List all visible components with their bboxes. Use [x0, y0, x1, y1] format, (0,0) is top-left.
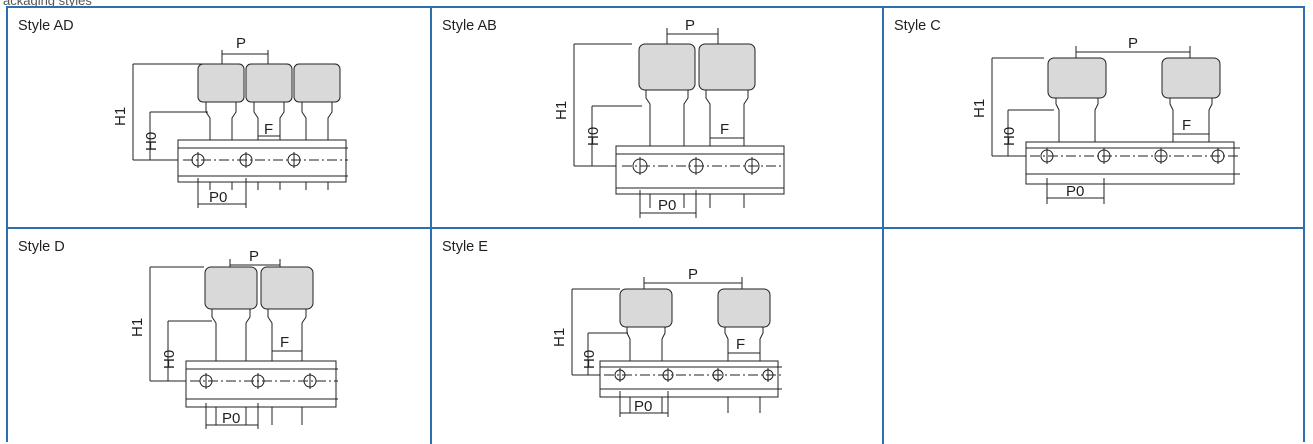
- style-ad-p0: P0: [209, 189, 227, 206]
- style-c-label: Style C: [894, 18, 941, 34]
- style-ab-drawing: H1 H0 P F P0: [553, 17, 785, 218]
- style-ab-pitch: P: [685, 17, 695, 34]
- style-ab-h0: H0: [585, 127, 602, 146]
- style-ab-f: F: [720, 121, 729, 138]
- style-c-pitch: P: [1128, 35, 1138, 52]
- style-e-pitch: P: [688, 266, 698, 283]
- row-divider: [8, 227, 1305, 229]
- style-ad-h1: H1: [112, 107, 129, 126]
- style-c-h1: H1: [971, 99, 988, 118]
- style-e-h0: H0: [581, 350, 598, 369]
- style-d-cell: Style D H1 H0 P F P0: [8, 229, 430, 444]
- style-d-pitch: P: [249, 248, 259, 265]
- style-c-cell: Style C H1 H0 P F P0: [884, 8, 1305, 227]
- style-c-drawing: H1 H0 P F P0: [971, 35, 1240, 204]
- style-e-f: F: [736, 336, 745, 353]
- style-d-label: Style D: [18, 239, 65, 255]
- style-e-label: Style E: [442, 239, 488, 255]
- style-ab-h1: H1: [553, 101, 570, 120]
- style-ad-h0: H0: [143, 132, 160, 151]
- style-ad-f: F: [264, 121, 273, 138]
- style-e-cell: Style E H1 H0 P F P0: [432, 229, 882, 444]
- column-divider-2: [882, 8, 884, 444]
- style-ad-label: Style AD: [18, 18, 74, 34]
- style-e-p0: P0: [634, 398, 652, 415]
- style-ad-cell: Style AD H1 H0 P: [8, 8, 430, 227]
- style-ad-pitch: P: [236, 35, 246, 52]
- style-e-drawing: H1 H0 P F P0: [551, 266, 782, 417]
- style-c-f: F: [1182, 117, 1191, 134]
- style-d-f: F: [280, 334, 289, 351]
- column-divider-1: [430, 8, 432, 444]
- style-e-h1: H1: [551, 328, 568, 347]
- packaging-styles-table: Style AD H1 H0 P: [6, 6, 1305, 444]
- style-c-h0: H0: [1001, 127, 1018, 146]
- style-ab-label: Style AB: [442, 18, 497, 34]
- style-d-p0: P0: [222, 410, 240, 427]
- style-ab-cell: Style AB H1 H0 P F P0: [432, 8, 882, 227]
- style-ad-drawing: H1 H0 P F: [112, 35, 348, 208]
- style-c-p0: P0: [1066, 183, 1084, 200]
- empty-cell: [884, 229, 1305, 444]
- style-d-h1: H1: [129, 318, 146, 337]
- style-d-h0: H0: [161, 350, 178, 369]
- style-ab-p0: P0: [658, 197, 676, 214]
- header-fragment: ackaging styles: [3, 0, 92, 8]
- style-d-drawing: H1 H0 P F P0: [129, 248, 338, 429]
